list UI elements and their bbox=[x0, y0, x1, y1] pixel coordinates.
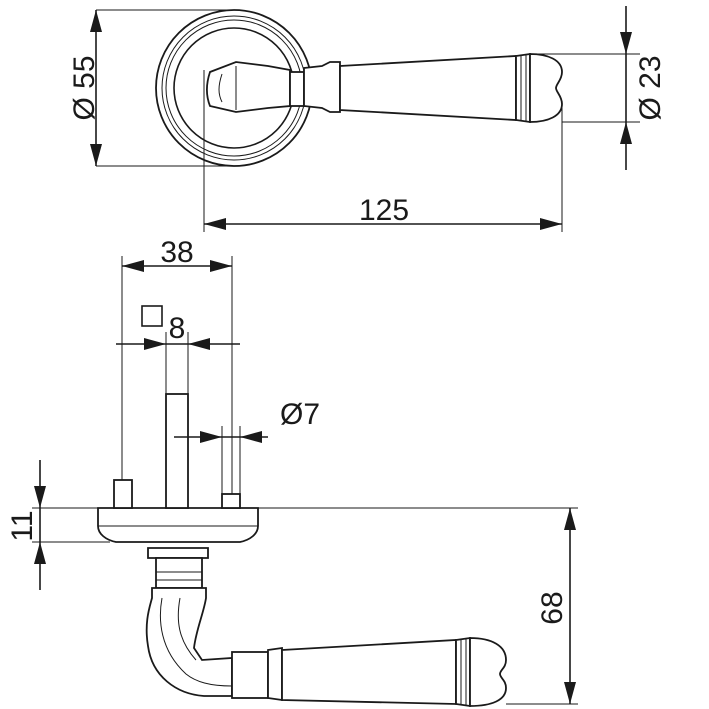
label-screw-diameter: Ø7 bbox=[280, 398, 320, 431]
dim-square-spindle: 8 bbox=[116, 305, 240, 394]
label-lever-length: 125 bbox=[359, 194, 409, 227]
dim-lever-end-diameter: Ø 23 bbox=[530, 6, 667, 170]
spindle-and-pins bbox=[113, 393, 241, 509]
lever-top bbox=[206, 52, 563, 124]
square-symbol-icon bbox=[141, 305, 163, 327]
dim-spindle-spacing: 38 bbox=[121, 236, 233, 494]
label-total-height: 68 bbox=[536, 591, 569, 624]
label-spindle-spacing: 38 bbox=[160, 236, 193, 269]
lever-side bbox=[145, 547, 507, 708]
label-rosette-height: 11 bbox=[6, 510, 39, 541]
label-lever-end-diameter: Ø 23 bbox=[634, 55, 667, 120]
dim-screw-diameter: Ø7 bbox=[174, 398, 320, 494]
dim-rosette-height: 11 bbox=[6, 460, 110, 590]
label-rosette-diameter: Ø 55 bbox=[68, 55, 101, 120]
side-view: 38 8 Ø7 11 bbox=[6, 236, 578, 708]
dim-lever-length: 125 bbox=[203, 70, 563, 232]
label-square-spindle: 8 bbox=[169, 312, 186, 345]
dim-total-height: 68 bbox=[258, 507, 578, 705]
dim-rosette-diameter: Ø 55 bbox=[68, 9, 234, 167]
rosette-side bbox=[97, 507, 259, 543]
top-view: Ø 55 Ø 23 125 bbox=[68, 6, 667, 232]
